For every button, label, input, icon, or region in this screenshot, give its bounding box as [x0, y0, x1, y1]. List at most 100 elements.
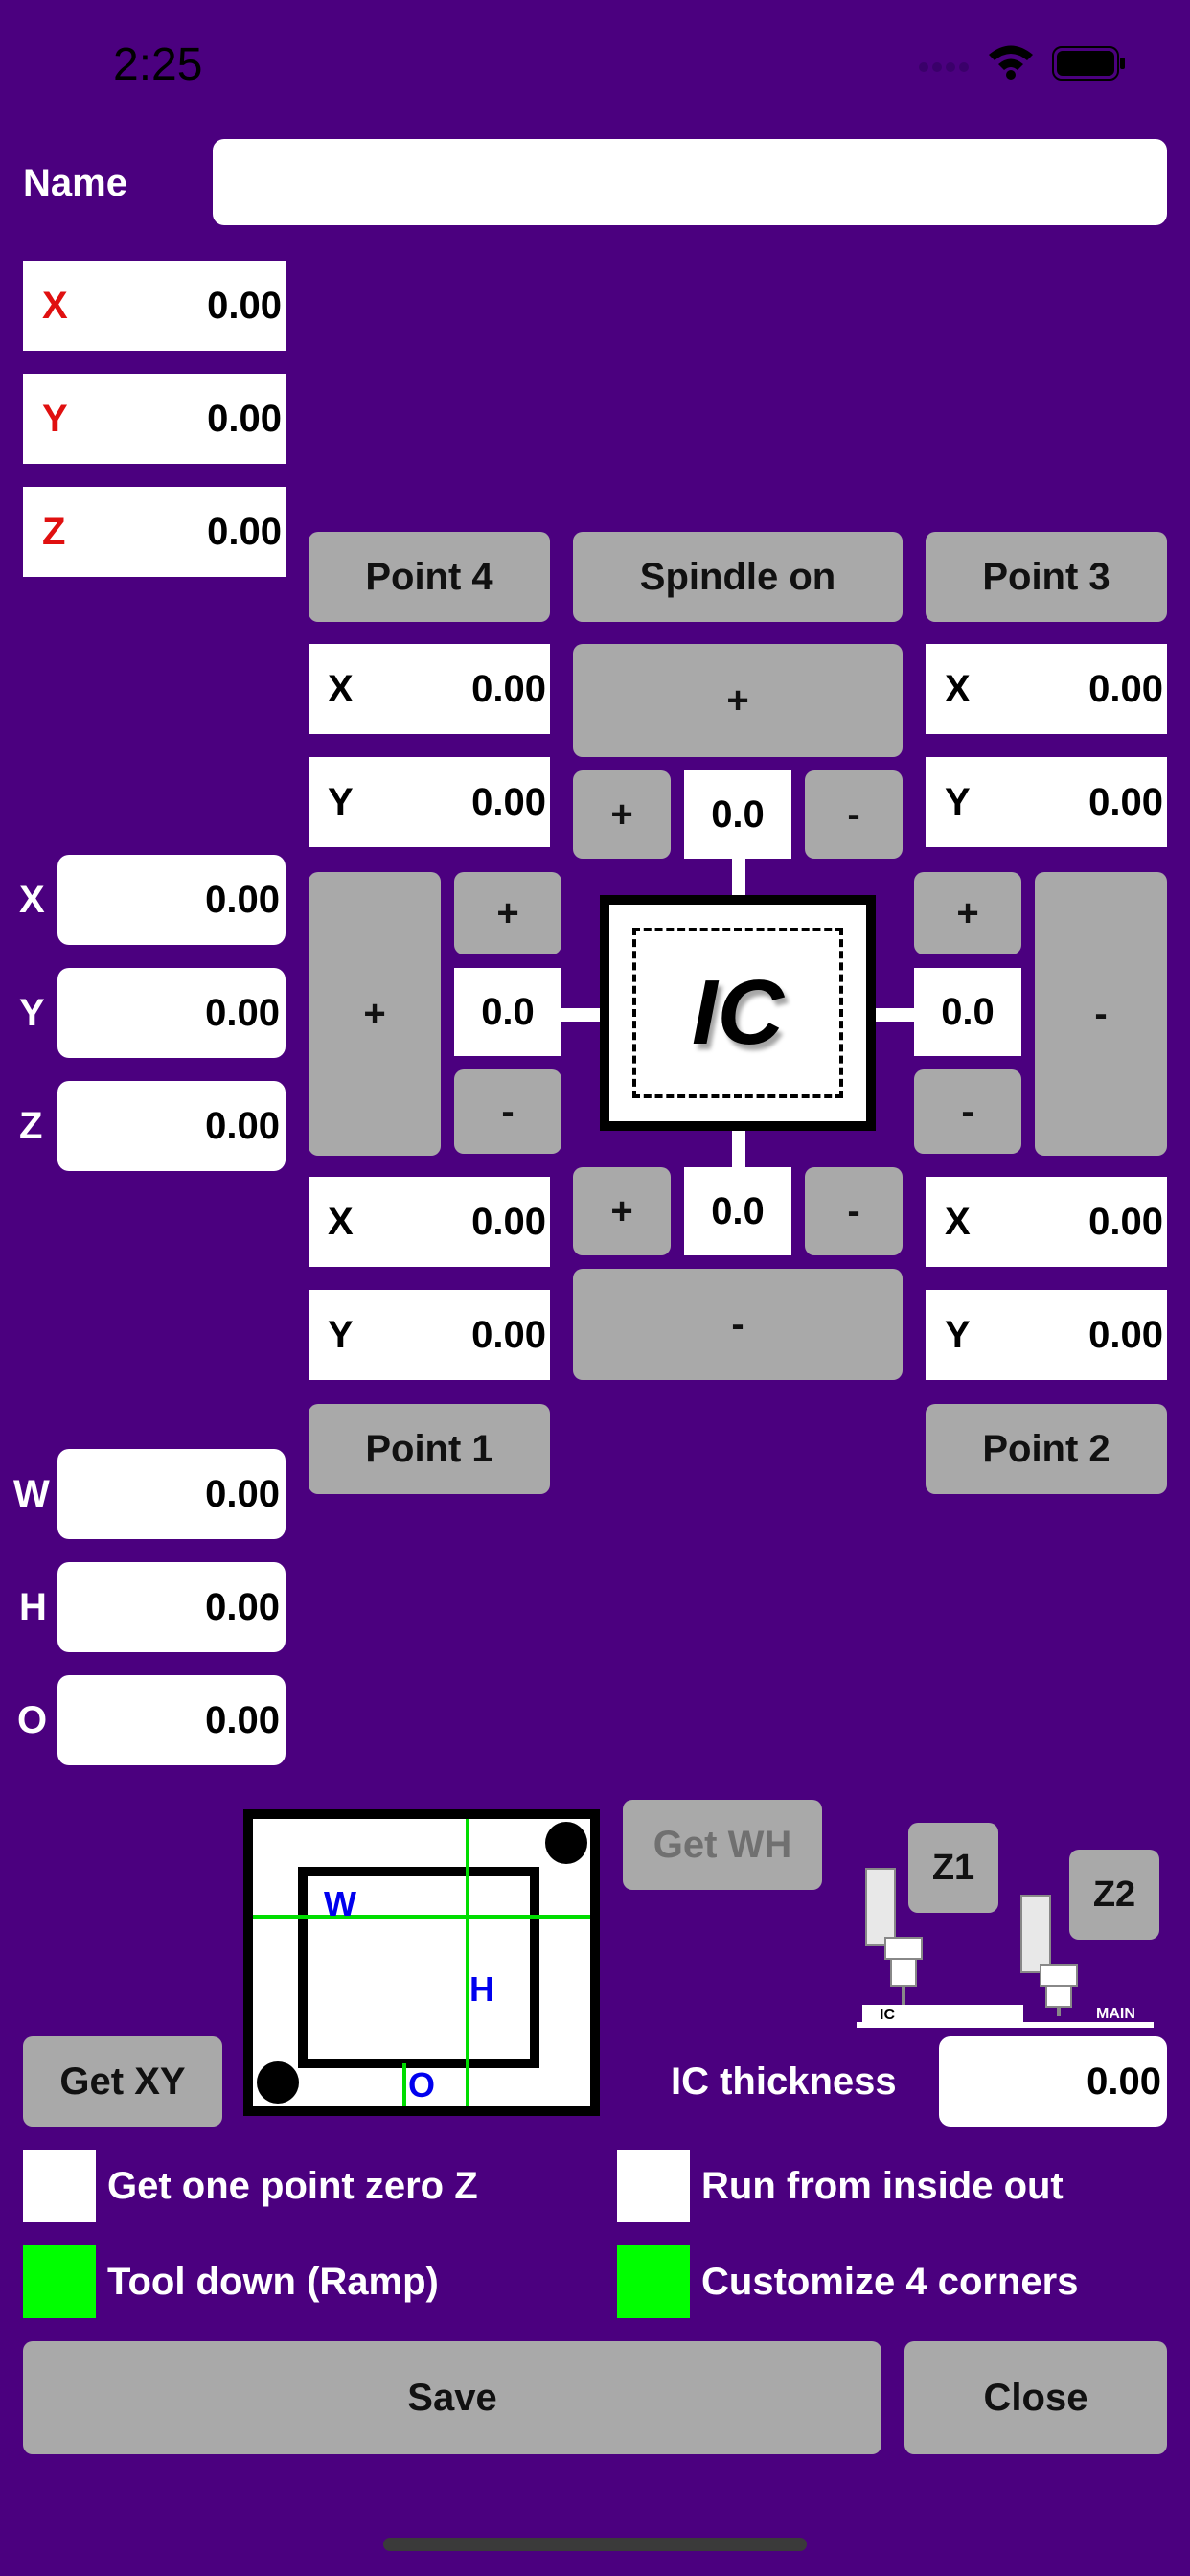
- customize-corners-label: Customize 4 corners: [701, 2260, 1079, 2303]
- point-2-y-field[interactable]: Y 0.00: [926, 1290, 1167, 1380]
- connector-left: [561, 1008, 600, 1022]
- point-3-x-field[interactable]: X 0.00: [926, 644, 1167, 734]
- point-2-x-label: X: [945, 1200, 971, 1243]
- one-point-zero-z-label: Get one point zero Z: [107, 2164, 478, 2207]
- dim-o-label: O: [17, 1698, 48, 1741]
- z2-button[interactable]: Z2: [1069, 1850, 1159, 1940]
- home-indicator: [383, 2538, 807, 2551]
- offset-y-input[interactable]: 0.00: [57, 968, 286, 1058]
- jog-right-step-field[interactable]: 0.0: [914, 968, 1021, 1056]
- machine-ic-label: IC: [880, 2007, 895, 2023]
- jog-y-plus-large-button[interactable]: +: [573, 644, 903, 757]
- jog-top-plus-button[interactable]: +: [573, 770, 671, 859]
- dim-w-input[interactable]: 0.00: [57, 1449, 286, 1539]
- ic-thickness-input[interactable]: 0.00: [939, 2036, 1167, 2127]
- offset-z-label: Z: [19, 1104, 43, 1147]
- point-2-y-label: Y: [945, 1313, 971, 1356]
- position-y-field[interactable]: Y 0.00: [23, 374, 286, 464]
- dim-w-value: 0.00: [205, 1472, 280, 1515]
- z1-button[interactable]: Z1: [908, 1823, 998, 1913]
- dim-w-label: W: [13, 1472, 50, 1515]
- position-x-field[interactable]: X 0.00: [23, 261, 286, 351]
- connector-top: [732, 859, 745, 897]
- connector-right: [876, 1008, 914, 1022]
- cellular-signal-icon: [918, 59, 973, 75]
- status-time: 2:25: [113, 39, 203, 90]
- offset-z-input[interactable]: 0.00: [57, 1081, 286, 1171]
- point-2-button[interactable]: Point 2: [926, 1404, 1167, 1494]
- position-z-label: Z: [42, 510, 66, 553]
- position-x-value: 0.00: [207, 284, 282, 327]
- diagram-h-label: H: [469, 1969, 494, 2009]
- dim-o-input[interactable]: 0.00: [57, 1675, 286, 1765]
- ic-thickness-value: 0.00: [1087, 2059, 1161, 2103]
- get-wh-button[interactable]: Get WH: [623, 1800, 822, 1890]
- jog-y-minus-large-button[interactable]: -: [573, 1269, 903, 1380]
- point-2-x-value: 0.00: [1088, 1200, 1163, 1243]
- dim-h-input[interactable]: 0.00: [57, 1562, 286, 1652]
- inside-out-checkbox[interactable]: [617, 2150, 690, 2222]
- ic-chip-icon: IC: [600, 895, 876, 1131]
- tool-down-checkbox[interactable]: [23, 2245, 96, 2318]
- ic-chip-inner-outline: [632, 928, 843, 1098]
- spindle-on-button[interactable]: Spindle on: [573, 532, 903, 622]
- position-y-value: 0.00: [207, 397, 282, 440]
- position-z-field[interactable]: Z 0.00: [23, 487, 286, 577]
- close-button[interactable]: Close: [904, 2341, 1167, 2454]
- battery-icon: [1052, 46, 1127, 80]
- diagram-w-label: W: [324, 1884, 356, 1923]
- ic-thickness-label: IC thickness: [671, 2059, 897, 2103]
- get-xy-button[interactable]: Get XY: [23, 2036, 222, 2127]
- position-z-value: 0.00: [207, 510, 282, 553]
- jog-left-plus-button[interactable]: +: [454, 872, 561, 954]
- inside-out-label: Run from inside out: [701, 2164, 1064, 2207]
- jog-x-minus-large-button[interactable]: -: [1035, 872, 1167, 1156]
- point-1-button[interactable]: Point 1: [309, 1404, 550, 1494]
- dim-h-label: H: [19, 1585, 47, 1628]
- jog-top-minus-button[interactable]: -: [805, 770, 903, 859]
- jog-bottom-plus-button[interactable]: +: [573, 1167, 671, 1255]
- point-1-x-value: 0.00: [471, 1200, 546, 1243]
- jog-left-step-field[interactable]: 0.0: [454, 968, 561, 1056]
- one-point-zero-z-checkbox[interactable]: [23, 2150, 96, 2222]
- diagram-o-label: O: [408, 2065, 435, 2104]
- point-1-y-field[interactable]: Y 0.00: [309, 1290, 550, 1380]
- point-1-x-field[interactable]: X 0.00: [309, 1177, 550, 1267]
- jog-right-plus-button[interactable]: +: [914, 872, 1021, 954]
- point-3-y-value: 0.00: [1088, 780, 1163, 823]
- point-4-x-field[interactable]: X 0.00: [309, 644, 550, 734]
- machine-main-label: MAIN: [1096, 2006, 1135, 2022]
- point-3-y-label: Y: [945, 780, 971, 823]
- point-4-x-value: 0.00: [471, 667, 546, 710]
- wh-diagram: W H O: [243, 1809, 600, 2116]
- point-3-x-value: 0.00: [1088, 667, 1163, 710]
- jog-right-minus-button[interactable]: -: [914, 1070, 1021, 1154]
- jog-right-step-value: 0.0: [941, 990, 995, 1033]
- machine-diagram: IC MAIN: [853, 1821, 1159, 2032]
- point-3-button[interactable]: Point 3: [926, 532, 1167, 622]
- point-1-y-label: Y: [328, 1313, 354, 1356]
- offset-x-input[interactable]: 0.00: [57, 855, 286, 945]
- jog-left-step-value: 0.0: [481, 990, 535, 1033]
- save-button[interactable]: Save: [23, 2341, 881, 2454]
- tool-down-label: Tool down (Ramp): [107, 2260, 439, 2303]
- customize-corners-checkbox[interactable]: [617, 2245, 690, 2318]
- point-2-x-field[interactable]: X 0.00: [926, 1177, 1167, 1267]
- offset-x-label: X: [19, 878, 45, 921]
- jog-bottom-minus-button[interactable]: -: [805, 1167, 903, 1255]
- jog-left-minus-button[interactable]: -: [454, 1070, 561, 1154]
- offset-y-label: Y: [19, 991, 45, 1034]
- jog-top-step-field[interactable]: 0.0: [684, 770, 791, 859]
- point-3-y-field[interactable]: Y 0.00: [926, 757, 1167, 847]
- ic-chip-label: IC: [692, 961, 784, 1064]
- position-x-label: X: [42, 284, 68, 327]
- jog-bottom-step-field[interactable]: 0.0: [684, 1167, 791, 1255]
- jog-x-plus-large-button[interactable]: +: [309, 872, 441, 1156]
- point-4-y-field[interactable]: Y 0.00: [309, 757, 550, 847]
- dim-o-value: 0.00: [205, 1698, 280, 1741]
- point-3-x-label: X: [945, 667, 971, 710]
- point-4-y-label: Y: [328, 780, 354, 823]
- name-input[interactable]: [213, 139, 1167, 225]
- point-4-y-value: 0.00: [471, 780, 546, 823]
- point-4-button[interactable]: Point 4: [309, 532, 550, 622]
